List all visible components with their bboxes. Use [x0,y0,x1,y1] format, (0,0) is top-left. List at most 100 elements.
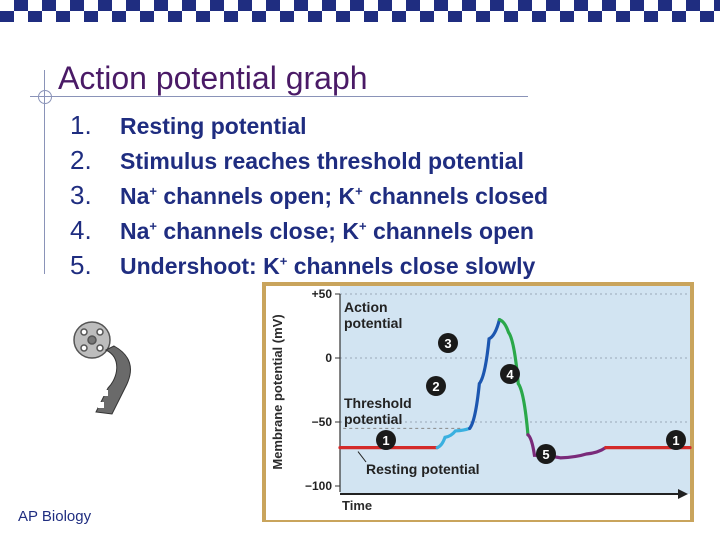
checker-cell [196,11,210,22]
checker-cell [462,0,476,11]
marker-circle [438,333,458,353]
checker-cell [700,0,714,11]
checker-cell [42,11,56,22]
checker-cell [126,0,140,11]
checker-cell [406,0,420,11]
checker-cell [714,0,720,11]
checker-cell [560,0,574,11]
checker-cell [644,11,658,22]
list-number: 5. [70,250,92,280]
marker-number: 3 [444,336,451,351]
checker-cell [98,0,112,11]
list-text: Na+ channels open; K+ channels closed [120,183,549,209]
checker-cell [574,11,588,22]
checker-cell [42,0,56,11]
checker-cell [224,11,238,22]
title-crosshair-vertical [44,70,45,274]
checker-cell [210,11,224,22]
list-item: 5. Undershoot: K+ channels close slowly [70,250,548,285]
checker-cell [308,0,322,11]
checker-cell [28,0,42,11]
checker-cell [532,11,546,22]
action-potential-chart: +500−50−100 ActionpotentialThresholdpote… [262,282,694,522]
marker-circle [426,376,446,396]
checker-cell [14,11,28,22]
checker-cell [238,11,252,22]
checker-cell [546,0,560,11]
checker-cell [378,11,392,22]
checker-cell [434,11,448,22]
checker-cell [182,11,196,22]
superscript-plus: + [279,253,288,269]
checker-cell [462,11,476,22]
checker-cell [238,0,252,11]
checker-cell [686,11,700,22]
curve-depolarization [468,318,502,430]
x-axis-label: Time [342,498,372,513]
checker-cell [532,0,546,11]
threshold-potential-label: Threshold [344,395,412,411]
y-axis-label: Membrane potential (mV) [270,314,285,469]
checker-cell [154,0,168,11]
curve-undershoot [526,433,608,460]
marker-circle [376,430,396,450]
checker-cell [126,11,140,22]
superscript-plus: + [358,218,367,234]
checker-cell [546,11,560,22]
marker-circle [666,430,686,450]
checker-cell [574,0,588,11]
checker-cell [252,0,266,11]
checker-cell [98,11,112,22]
checker-cell [700,11,714,22]
checker-cell [280,0,294,11]
checker-cell [434,0,448,11]
checker-cell [140,0,154,11]
marker-circle [500,364,520,384]
list-number: 1. [70,110,92,140]
checker-cell [0,0,14,11]
marker-number: 4 [506,367,514,382]
y-tick-label: −50 [312,415,333,429]
checker-cell [476,0,490,11]
list-text: Resting potential [120,113,307,139]
checker-cell [266,11,280,22]
title-crosshair-circle [38,90,52,104]
checker-cell [602,11,616,22]
checker-cell [224,0,238,11]
list-text: Undershoot: K+ channels close slowly [120,253,536,279]
checker-cell [672,11,686,22]
checker-cell [168,0,182,11]
checker-cell [252,11,266,22]
y-tick-label: −100 [305,479,332,493]
checker-cell [392,11,406,22]
checker-cell [518,0,532,11]
checker-cell [504,0,518,11]
checker-cell [294,0,308,11]
checker-cell [308,11,322,22]
slide-title: Action potential graph [58,60,368,96]
list-item: 3.Na+ channels open; K+ channels closed [70,180,548,215]
list-number: 4. [70,215,92,245]
marker-number: 1 [672,433,679,448]
title-underline [30,96,528,97]
checker-cell [518,11,532,22]
checker-cell [630,11,644,22]
checker-cell [28,11,42,22]
resting-pointer [357,451,367,463]
checker-cell [448,0,462,11]
checker-cell [140,11,154,22]
checker-cell [616,11,630,22]
marker-number: 1 [382,433,389,448]
checker-cell [350,0,364,11]
action-potential-label: Action [344,299,388,315]
checker-cell [280,11,294,22]
checker-cell [490,0,504,11]
checker-cell [658,11,672,22]
checker-cell [686,0,700,11]
checker-cell [672,0,686,11]
checker-cell [14,0,28,11]
checker-cell [504,11,518,22]
checker-cell [448,11,462,22]
list-text: Stimulus reaches threshold potential [120,148,524,174]
checker-cell [56,0,70,11]
